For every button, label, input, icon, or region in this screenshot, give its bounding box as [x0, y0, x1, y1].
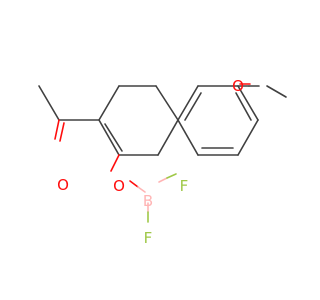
bond-c6-c7: [237, 85, 259, 121]
bond-c6-c7-double: [235, 92, 252, 121]
bond-c3-c2: [98, 85, 120, 121]
molecule-structure-diagram: O O O B F F: [0, 0, 300, 300]
atom-f-right: F: [180, 177, 189, 195]
bond-f-right-half: [166, 173, 177, 179]
atom-o-methoxy: O: [232, 77, 244, 95]
bond-carbonyl-o: [54, 119, 60, 140]
atom-label-layer: O O O B F F: [57, 77, 244, 247]
atom-o-ketone: O: [57, 176, 69, 194]
bond-c4a-c5-double: [184, 92, 202, 121]
bond-c4a-c5: [177, 85, 199, 121]
bond-boron-f-right: [158, 177, 168, 183]
bond-c7-c8: [237, 119, 259, 156]
bond-o-boron-right: [137, 186, 146, 193]
atom-f-bottom: F: [144, 229, 153, 247]
bond-o-boron-left: [129, 180, 139, 188]
bond-c1-o-enolate: [110, 154, 120, 172]
bond-carbonyl-methyl: [38, 85, 60, 121]
bond-c4a-c4: [155, 85, 179, 121]
bond-c8a-c4a: [157, 119, 179, 156]
bond-layer: [38, 83, 287, 223]
bond-c2-c1: [98, 119, 120, 156]
bond-c8a-c4a-fused: [177, 119, 199, 156]
bond-methoxy-methyl: [266, 85, 287, 98]
atom-boron: B: [143, 192, 153, 210]
background: [0, 0, 300, 300]
atom-o-enolate: O: [113, 177, 125, 195]
bond-c2-c1-double: [104, 123, 123, 152]
bond-carbonyl-o-double: [59, 122, 65, 142]
